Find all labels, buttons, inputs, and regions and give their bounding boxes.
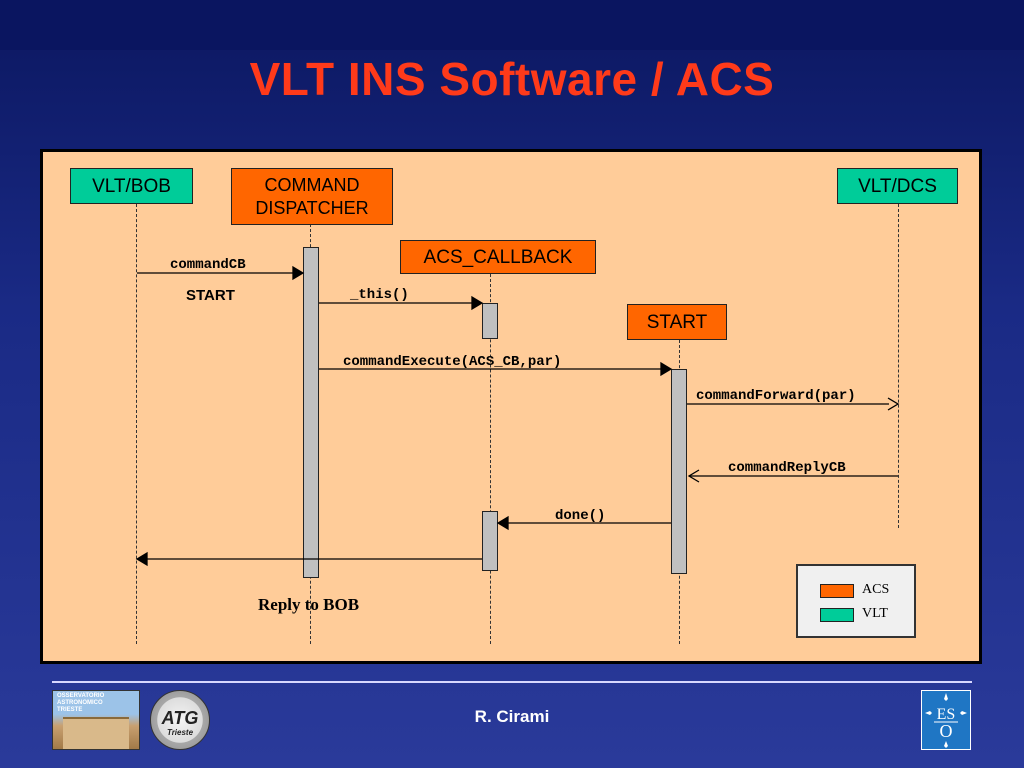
participant-command-dispatcher-label: COMMAND DISPATCHER xyxy=(255,174,369,218)
legend-swatch-acs xyxy=(820,584,854,598)
oat-logo: OSSERVATORIO ASTRONOMICO TRIESTE xyxy=(52,690,140,750)
legend-swatch-vlt xyxy=(820,608,854,622)
lifeline-vlt-dcs xyxy=(898,204,899,528)
legend-label-acs: ACS xyxy=(862,582,890,597)
participant-acs-callback: ACS_CALLBACK xyxy=(400,240,596,274)
message-command-execute: commandExecute(ACS_CB,par) xyxy=(343,354,562,370)
participant-vlt-dcs: VLT/DCS xyxy=(837,168,958,204)
message-command-reply-cb: commandReplyCB xyxy=(728,460,846,476)
message-arrows xyxy=(135,265,900,567)
participant-command-dispatcher: COMMAND DISPATCHER xyxy=(231,168,393,225)
atg-logo: ATG Trieste xyxy=(150,690,210,750)
message-this: _this() xyxy=(350,287,409,303)
footer-divider xyxy=(52,681,972,683)
message-done: done() xyxy=(555,508,606,524)
legend-label-vlt: VLT xyxy=(862,606,888,621)
oat-logo-text: OSSERVATORIO ASTRONOMICO TRIESTE xyxy=(57,693,105,713)
activation-command-dispatcher xyxy=(303,247,319,578)
label-reply-to-bob: Reply to BOB xyxy=(258,595,360,614)
sequence-diagram: VLT/BOB COMMAND DISPATCHER ACS_CALLBACK … xyxy=(40,149,982,664)
svg-text:ES: ES xyxy=(937,706,956,723)
atg-logo-subtext: Trieste xyxy=(166,728,194,737)
participant-vlt-bob: VLT/BOB xyxy=(70,168,193,204)
slide-author: R. Cirami xyxy=(474,707,550,726)
eso-logo: ES O xyxy=(921,690,971,750)
lifeline-acs-callback xyxy=(490,274,491,644)
legend: ACS VLT xyxy=(796,564,916,638)
activation-acs-callback-1 xyxy=(482,303,498,339)
oat-building-icon xyxy=(63,717,129,749)
activation-start xyxy=(671,369,687,574)
svg-text:O: O xyxy=(940,721,953,741)
activation-acs-callback-2 xyxy=(482,511,498,571)
message-commandcb: commandCB xyxy=(170,257,246,273)
atg-logo-text: ATG xyxy=(161,708,199,728)
lifeline-vlt-bob xyxy=(136,204,137,644)
top-bar xyxy=(0,0,1024,50)
label-start: START xyxy=(186,287,235,304)
slide-title: VLT INS Software / ACS xyxy=(249,53,775,105)
eso-logo-icon: ES O xyxy=(925,693,967,748)
message-command-forward: commandForward(par) xyxy=(696,388,856,404)
participant-start: START xyxy=(627,304,727,340)
